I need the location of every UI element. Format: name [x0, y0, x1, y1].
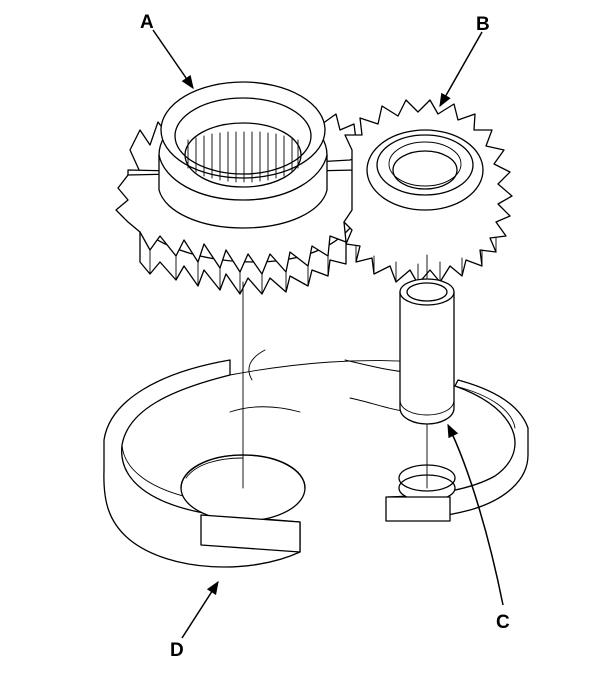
thrust-washer-d — [103, 349, 529, 568]
callout-label-c: C — [496, 612, 510, 633]
callout-c-arrow — [447, 423, 504, 606]
pin-c — [399, 278, 455, 425]
assembly-axis-lines — [242, 254, 428, 489]
callout-a-arrow — [152, 29, 194, 90]
callout-arrows — [152, 29, 504, 639]
callout-b-arrow — [439, 31, 483, 108]
gear-a — [115, 81, 371, 295]
gear-b — [343, 99, 513, 285]
callout-label-b: B — [476, 14, 490, 35]
callout-label-d: D — [170, 640, 184, 661]
callout-label-a: A — [140, 12, 154, 33]
callout-d-arrow — [181, 580, 219, 639]
